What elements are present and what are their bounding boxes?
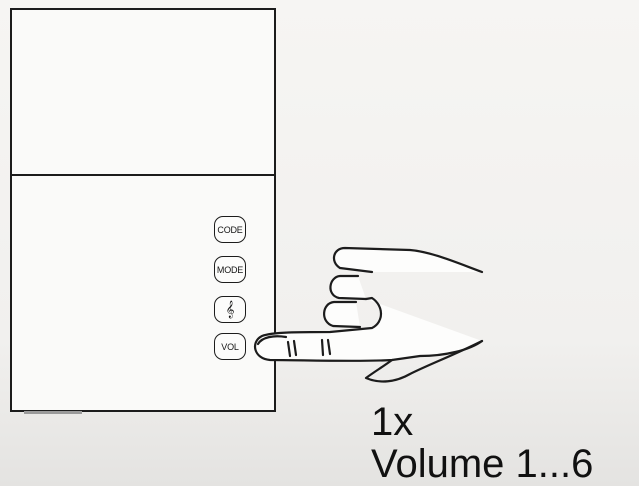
code-button-label: CODE [217, 225, 242, 235]
mode-button-label: MODE [217, 265, 243, 275]
mode-button[interactable]: MODE [214, 256, 246, 283]
music-button[interactable]: 𝄞 [214, 296, 246, 323]
vol-button[interactable]: VOL [214, 333, 246, 360]
code-button[interactable]: CODE [214, 216, 246, 243]
panel-divider [12, 174, 274, 176]
vol-button-label: VOL [221, 342, 238, 352]
panel-base-mark [24, 411, 82, 414]
treble-clef-icon: 𝄞 [226, 302, 235, 317]
volume-range-label: Volume 1...6 [371, 444, 593, 484]
press-count-label: 1x [371, 402, 413, 442]
